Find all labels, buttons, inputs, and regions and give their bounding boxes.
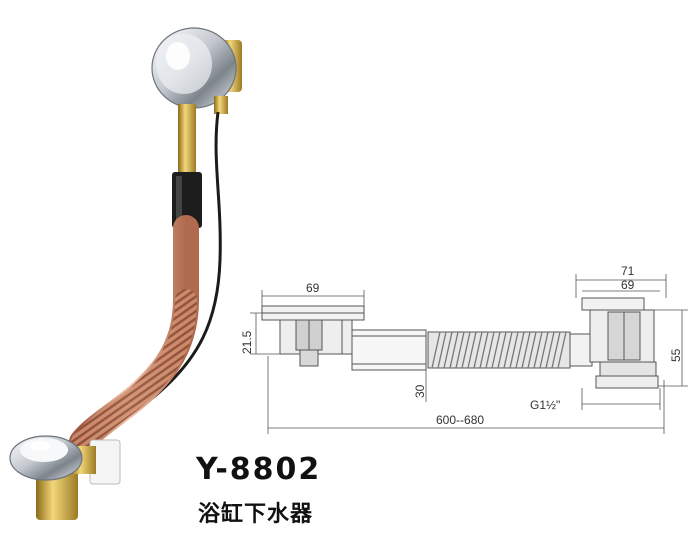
overflow-head: [151, 27, 242, 114]
dim-right-outer-width: 71: [621, 264, 635, 278]
model-number: Y-8802: [196, 452, 322, 487]
dim-right-inner-width: 69: [621, 278, 635, 292]
dim-thread: G1½": [530, 398, 560, 412]
dim-pipe-diameter: 30: [413, 384, 427, 398]
dim-total-length: 600--680: [436, 413, 484, 427]
dim-left-height: 21.5: [240, 330, 254, 354]
overflow-tube: [172, 104, 202, 228]
dim-left-cap-width: 69: [306, 281, 320, 295]
drain-body: [9, 435, 121, 520]
dim-right-height: 55: [669, 348, 683, 362]
product-name: 浴缸下水器: [198, 502, 314, 527]
